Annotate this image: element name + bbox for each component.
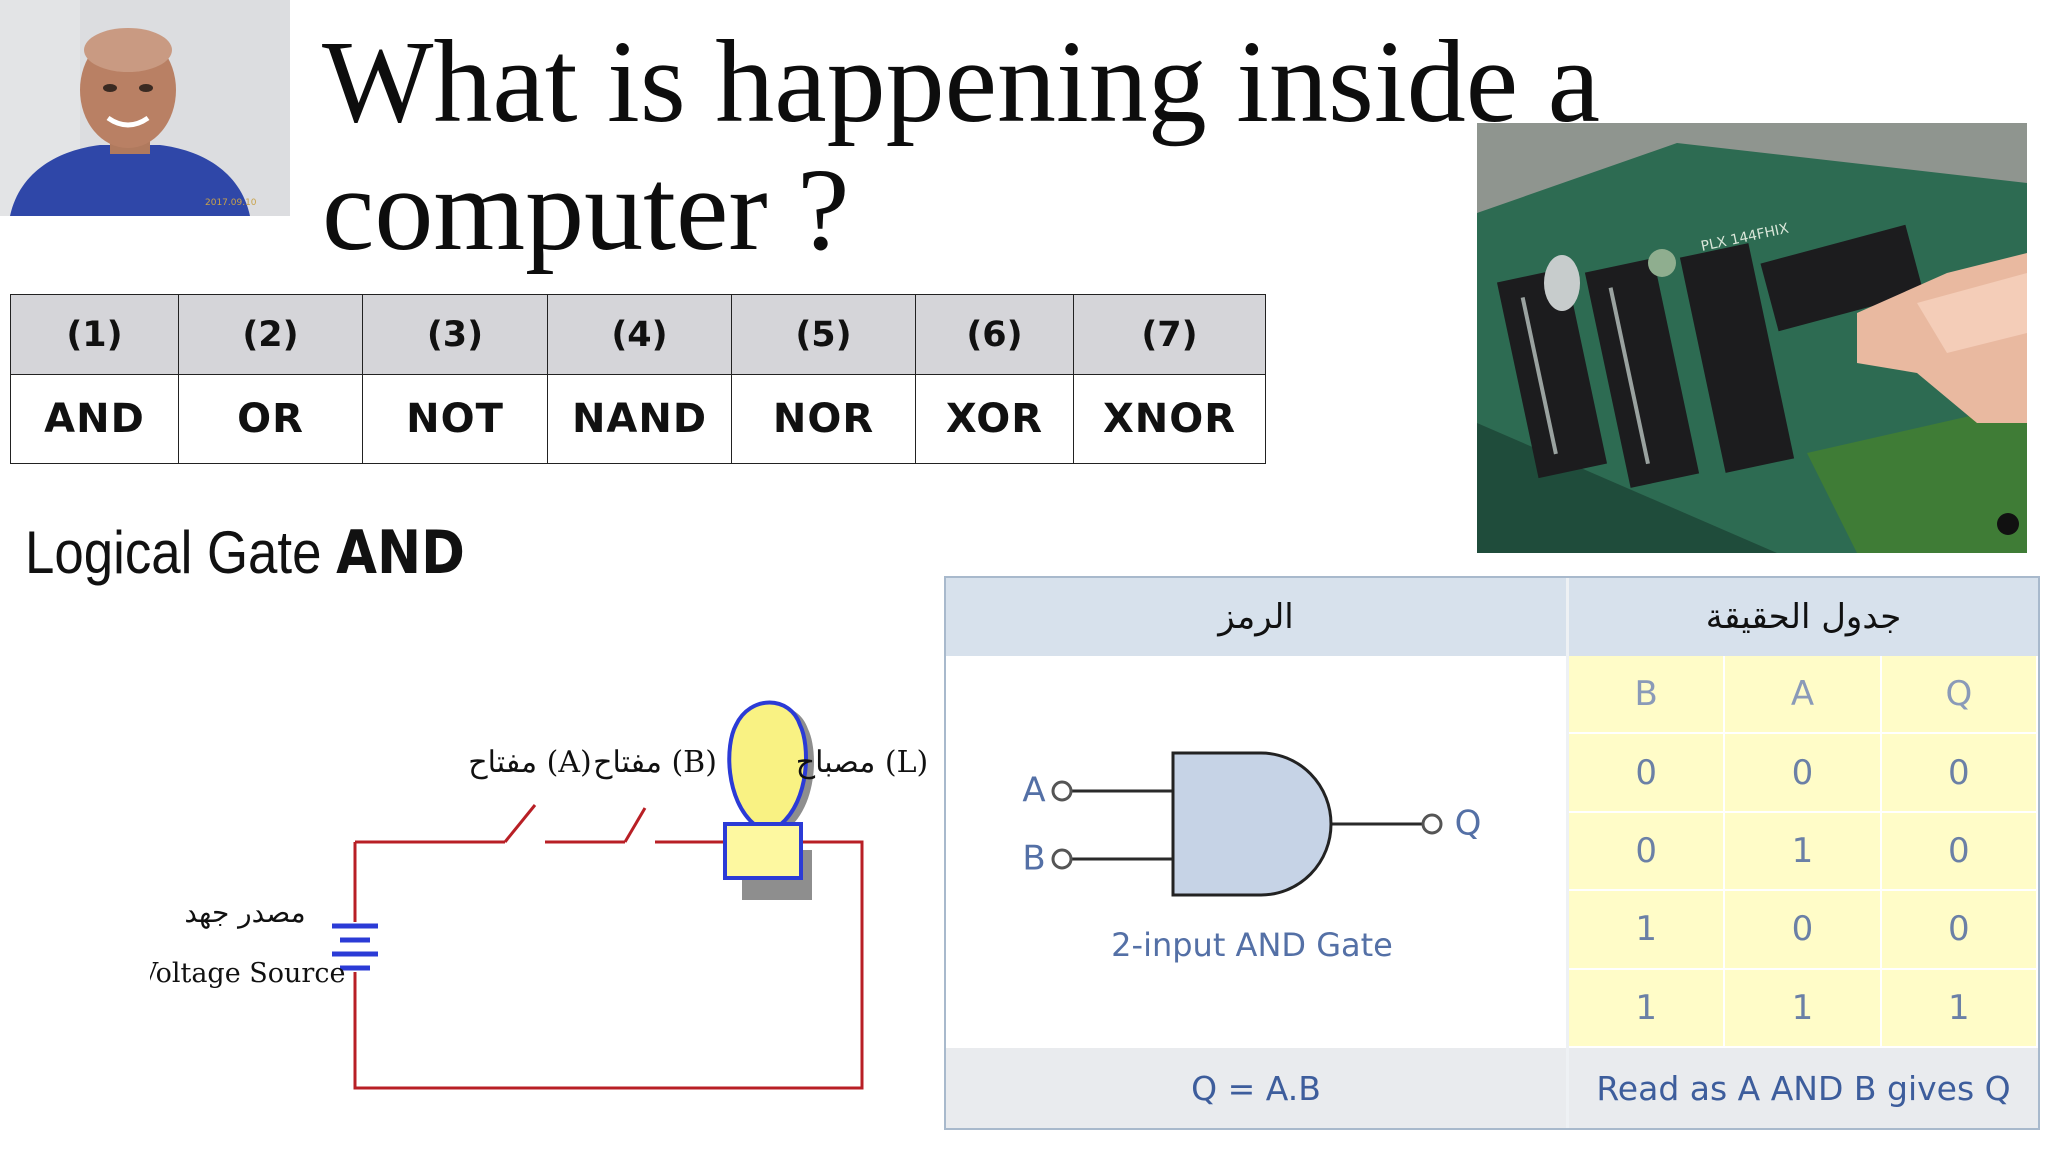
logical-gate-prefix: Logical Gate: [25, 519, 322, 586]
logical-gate-name: AND: [336, 518, 466, 588]
gate-number: (7): [1073, 294, 1266, 375]
truth-cell: 1: [1569, 891, 1726, 970]
truth-column-header: A: [1725, 656, 1882, 735]
slide-title: What is happening inside a computer ?: [322, 18, 1822, 274]
truth-table: B A Q 0 0 0 0 1 0 1 0 0 1 1 1: [1569, 656, 2038, 1048]
truth-column-header: B: [1569, 656, 1726, 735]
gate-name: AND: [10, 374, 179, 464]
gate-name: XNOR: [1073, 374, 1266, 464]
and-gate-panel: الرمز جدول الحقيقة A B Q 2-input AND Gat…: [944, 576, 2040, 1130]
truth-cell: 1: [1725, 969, 1882, 1048]
input-a-label: A: [1022, 771, 1045, 811]
truth-table-header: جدول الحقيقة: [1569, 578, 2038, 656]
gate-number-row: (1) (2) (3) (4) (5) (6) (7): [10, 294, 1266, 375]
input-b-terminal: [1051, 848, 1073, 870]
and-gate-body: [1171, 751, 1333, 897]
voltage-source-label: Voltage Source: [150, 958, 345, 989]
truth-cell: 0: [1881, 891, 2038, 970]
gate-number: (1): [10, 294, 179, 375]
truth-cell: 1: [1881, 969, 2038, 1048]
gate-name: NAND: [547, 374, 732, 464]
logic-gates-table: (1) (2) (3) (4) (5) (6) (7) AND OR NOT N…: [10, 294, 1266, 464]
truth-cell: 0: [1881, 734, 2038, 813]
output-q-terminal: [1421, 813, 1443, 835]
logical-gate-heading: Logical Gate AND: [25, 518, 465, 588]
gate-number: (6): [915, 294, 1074, 375]
gate-caption: 2-input AND Gate: [1111, 926, 1393, 964]
title-line-2: computer ?: [322, 144, 850, 275]
and-circuit-diagram: مفتاح (A) مفتاح (B) مصباح (L) مصدر جهد V…: [150, 700, 929, 1090]
truth-column-header: Q: [1881, 656, 2038, 735]
switch-b-arm: [623, 807, 647, 843]
gate-number: (4): [547, 294, 732, 375]
gate-name: XOR: [915, 374, 1074, 464]
input-a-terminal: [1051, 780, 1073, 802]
symbol-header: الرمز: [946, 578, 1566, 656]
lamp-label: مصباح (L): [796, 745, 929, 780]
truth-cell: 1: [1725, 812, 1882, 892]
input-b-label: B: [1022, 839, 1045, 879]
voltage-source-arabic: مصدر جهد: [184, 896, 305, 929]
boolean-expression: Q = A.B: [946, 1048, 1566, 1128]
truth-cell: 0: [1569, 812, 1726, 892]
truth-cell: 0: [1725, 891, 1882, 970]
gate-name: OR: [178, 374, 363, 464]
panel-divider: [1566, 578, 1569, 1128]
gate-number: (3): [362, 294, 548, 375]
gate-name-row: AND OR NOT NAND NOR XOR XNOR: [10, 374, 1266, 464]
title-line-1: What is happening inside a: [322, 16, 1601, 147]
output-q-label: Q: [1455, 804, 1482, 844]
gate-number: (2): [178, 294, 363, 375]
truth-cell: 0: [1725, 734, 1882, 813]
lamp-icon: [723, 700, 814, 900]
switch-a-arm: [503, 804, 537, 843]
webcam-timestamp: 2017.09.10: [205, 198, 257, 208]
read-as-text: Read as A AND B gives Q: [1569, 1048, 2038, 1128]
gate-number: (5): [731, 294, 916, 375]
truth-cell: 1: [1569, 969, 1726, 1048]
gate-name: NOT: [362, 374, 548, 464]
gate-name: NOR: [731, 374, 916, 464]
webcam-thumbnail: 2017.09.10: [0, 0, 290, 216]
and-gate-symbol: A B Q 2-input AND Gate: [1022, 751, 1482, 964]
truth-cell: 0: [1881, 812, 2038, 892]
switch-b-label: مفتاح (B): [593, 745, 717, 780]
switch-a-label: مفتاح (A): [468, 745, 591, 780]
circuit-board-photo: PLX 144FHIX: [1477, 123, 2027, 553]
wire: [353, 840, 864, 1090]
presenter-video: 2017.09.10: [0, 0, 290, 216]
truth-cell: 0: [1569, 734, 1726, 813]
